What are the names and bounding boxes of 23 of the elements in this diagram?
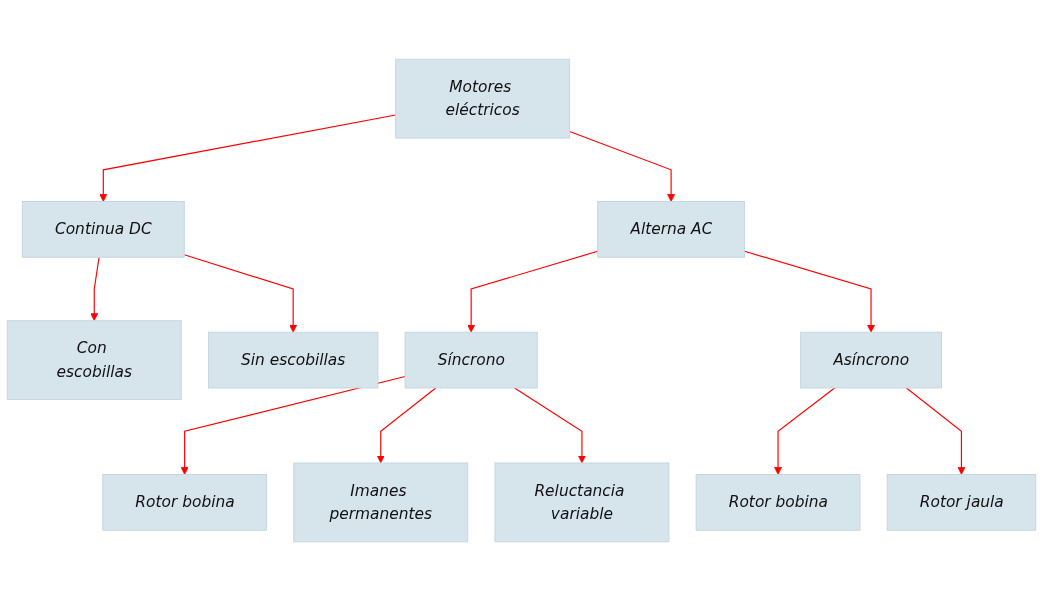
node-box: Sin escobillas bbox=[208, 331, 379, 389]
arrow bbox=[180, 375, 406, 475]
node-box: Rotor bobina bbox=[695, 474, 861, 531]
arrow bbox=[99, 114, 397, 202]
arrow bbox=[467, 250, 599, 333]
arrow bbox=[743, 250, 876, 333]
node-box: Motores eléctricos bbox=[395, 58, 571, 139]
arrow bbox=[905, 387, 966, 475]
node-box: Rotor bobina bbox=[102, 474, 268, 531]
arrow bbox=[376, 387, 437, 464]
node-box: Reluctancia variable bbox=[494, 462, 670, 543]
node-box: Rotor jaula bbox=[886, 474, 1037, 531]
node-box: Continua DC bbox=[21, 201, 185, 258]
arrow bbox=[513, 387, 586, 464]
node-box: Síncrono bbox=[404, 331, 538, 389]
arrow bbox=[183, 254, 298, 333]
arrow bbox=[569, 130, 676, 202]
node-box: Asíncrono bbox=[800, 331, 942, 389]
arrow bbox=[774, 387, 836, 475]
node-box: Con escobillas bbox=[6, 320, 182, 400]
arrow bbox=[90, 256, 100, 321]
node-box: Alterna AC bbox=[597, 201, 745, 258]
node-box: Imanes permanentes bbox=[293, 462, 469, 543]
